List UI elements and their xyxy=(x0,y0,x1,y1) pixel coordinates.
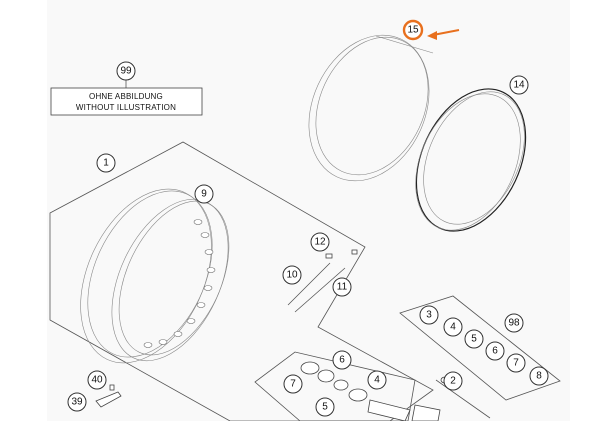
callout-1: 1 xyxy=(96,153,116,173)
valve-part xyxy=(95,384,122,408)
hub-group-edge xyxy=(435,379,491,419)
callout-11: 11 xyxy=(332,277,352,297)
callout-label: 6 xyxy=(492,346,498,357)
callout-label: 15 xyxy=(407,25,419,36)
callout-12: 12 xyxy=(310,232,330,252)
callout-2: 2 xyxy=(443,371,463,391)
callout-98: 98 xyxy=(504,313,524,333)
callout-label: 5 xyxy=(471,334,477,345)
callout-6: 6 xyxy=(485,341,505,361)
callout-5: 5 xyxy=(464,329,484,349)
callout-15: 15 xyxy=(402,19,424,41)
callout-40: 40 xyxy=(87,370,107,390)
parts-98-group-outline xyxy=(399,295,561,401)
callout-9: 9 xyxy=(194,184,214,204)
callout-label: 10 xyxy=(286,270,298,281)
wheel-group-outline xyxy=(49,141,434,421)
callout-99: 99 xyxy=(116,61,136,81)
callout-label: 5 xyxy=(322,402,328,413)
callout-label: 14 xyxy=(513,80,525,91)
callout-label: 39 xyxy=(71,397,83,408)
callout-14: 14 xyxy=(509,75,529,95)
highlight-arrow xyxy=(427,29,460,40)
callout-39: 39 xyxy=(67,392,87,412)
note-line2: WITHOUT ILLUSTRATION xyxy=(76,103,176,112)
callout-label: 11 xyxy=(337,282,348,293)
callout-6: 6 xyxy=(332,350,352,370)
callout-label: 1 xyxy=(103,158,109,169)
spoke-parts xyxy=(287,249,358,313)
callout-label: 4 xyxy=(374,375,380,386)
callout-label: 2 xyxy=(450,376,456,387)
hub-group-outline xyxy=(254,351,416,421)
rim-part xyxy=(80,188,230,364)
callout-label: 98 xyxy=(508,318,520,329)
callout-label: 3 xyxy=(426,310,432,321)
note-group: OHNE ABBILDUNG WITHOUT ILLUSTRATION xyxy=(50,79,203,116)
note-line1: OHNE ABBILDUNG xyxy=(89,92,163,101)
callout-label: 7 xyxy=(513,358,519,369)
callout-label: 8 xyxy=(536,371,542,382)
callout-10: 10 xyxy=(282,265,302,285)
callout-label: 4 xyxy=(450,322,456,333)
callout-7: 7 xyxy=(283,374,303,394)
callout-label: 7 xyxy=(290,379,296,390)
callout-7: 7 xyxy=(506,353,526,373)
callout-layer: 99 15 14 1 9 12 10 11 98 3 4 5 6 7 8 6 7 4 2 5 40 39 xyxy=(67,19,549,417)
rim-tape-part xyxy=(308,34,434,182)
callout-label: 9 xyxy=(201,189,207,200)
callout-label: 40 xyxy=(91,375,103,386)
callout-4: 4 xyxy=(443,317,463,337)
tire-ring-part xyxy=(415,88,527,232)
callout-label: 12 xyxy=(314,237,326,248)
note-box xyxy=(50,87,203,116)
callout-5: 5 xyxy=(315,397,335,417)
callout-4: 4 xyxy=(367,370,387,390)
callout-8: 8 xyxy=(529,366,549,386)
callout-3: 3 xyxy=(419,305,439,325)
callout-label: 6 xyxy=(339,355,345,366)
callout-label: 99 xyxy=(120,66,132,77)
